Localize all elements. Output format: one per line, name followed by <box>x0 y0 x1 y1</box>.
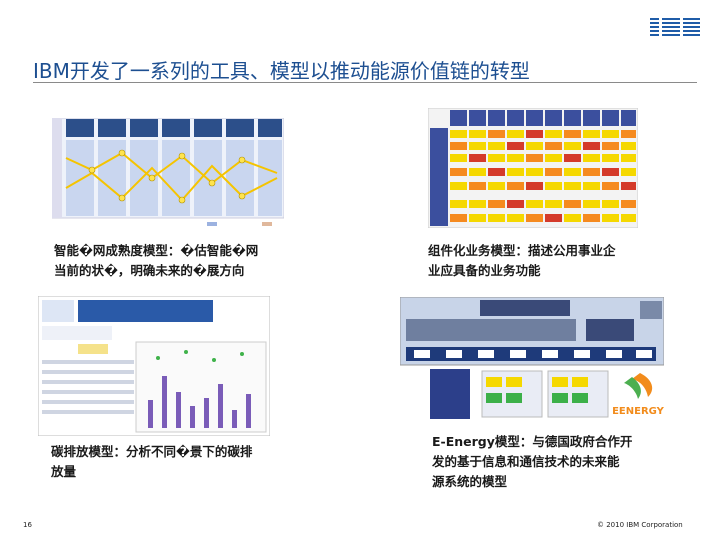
e-energy-thumbnail: EENERGY <box>400 297 664 419</box>
page-number: 16 <box>23 521 32 529</box>
maturity-model-caption: 智能�网成熟度模型：�估智能�网 当前的状�，明确未来的�展方向 <box>54 241 304 281</box>
caption-line: 智能�网成熟度模型：�估智能�网 <box>54 243 259 258</box>
carbon-model-caption: 碳排放模型：分析不同�景下的碳排 放量 <box>51 442 311 482</box>
caption-line: 业应具备的业务功能 <box>428 263 541 278</box>
maturity-model-thumbnail <box>52 118 284 226</box>
component-model-caption: 组件化业务模型：描述公用事业企 业应具备的业务功能 <box>428 241 688 281</box>
caption-line: 放量 <box>51 464 77 479</box>
e-energy-caption: E-Energy模型：与德国政府合作开 发的基于信息和通信技术的未来能 源系统的… <box>432 432 692 492</box>
title-divider <box>33 82 697 83</box>
caption-line: 源系统的模型 <box>432 474 508 489</box>
caption-line: 碳排放模型：分析不同�景下的碳排 <box>51 444 253 459</box>
ibm-logo <box>650 16 700 38</box>
caption-line: 组件化业务模型：描述公用事业企 <box>428 243 616 258</box>
component-model-thumbnail <box>428 108 638 228</box>
caption-line: E-Energy模型：与德国政府合作开 <box>432 434 633 449</box>
copyright: © 2010 IBM Corporation <box>597 521 683 529</box>
caption-line: 当前的状�，明确未来的�展方向 <box>54 263 245 278</box>
caption-line: 发的基于信息和通信技术的未来能 <box>432 454 620 469</box>
e-energy-logo-text: EENERGY <box>612 406 664 417</box>
carbon-model-thumbnail <box>38 296 270 436</box>
page-title: IBM开发了一系列的工具、模型以推动能源价值链的转型 <box>33 59 530 83</box>
